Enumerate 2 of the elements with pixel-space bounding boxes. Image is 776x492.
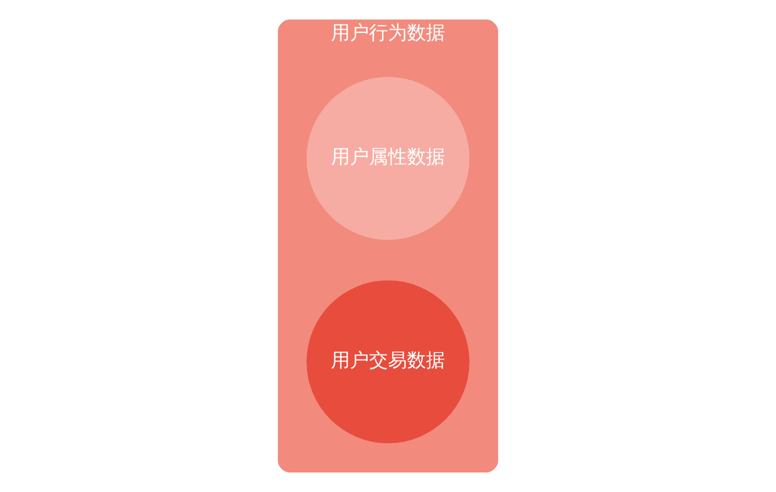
node-circle: 用户属性数据 xyxy=(306,76,470,240)
node-circle: 用户交易数据 xyxy=(306,280,470,444)
